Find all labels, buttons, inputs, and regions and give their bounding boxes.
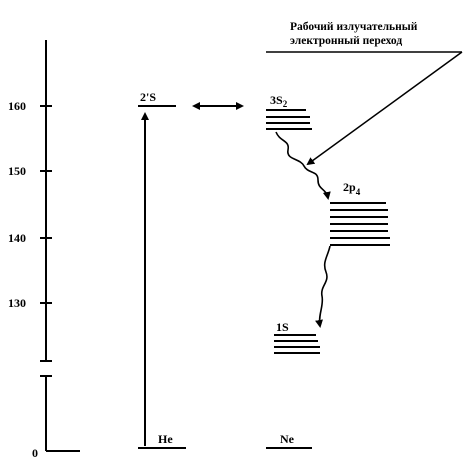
tick-label-140: 140	[8, 231, 26, 245]
tick-label-160: 160	[8, 99, 26, 113]
ne-ground-label: Ne	[280, 432, 295, 446]
tick-label-130: 130	[8, 296, 26, 310]
ne-1s-levels	[274, 334, 320, 354]
ne-transition-3s-to-2p	[275, 131, 331, 200]
he-2s-label: 2'S	[140, 90, 156, 104]
helium-levels	[138, 105, 186, 449]
ne-1s-label: 1S	[276, 320, 289, 334]
ne-2p-levels	[330, 202, 390, 246]
tick-label-zero: 0	[32, 446, 38, 460]
tick-label-150: 150	[8, 164, 26, 178]
ne-2p-label: 2p4	[343, 180, 361, 197]
he-ground-label: He	[158, 432, 173, 446]
annotation-line1: Рабочий излучательный	[290, 21, 418, 33]
annotation-line2: электронный переход	[290, 35, 402, 47]
annotation-pointer-arrow	[306, 51, 463, 166]
ne-transition-2p-to-1s	[315, 245, 331, 328]
energy-axis	[40, 40, 80, 452]
ne-3s-levels	[266, 109, 312, 130]
ne-3s-label: 3S2	[270, 93, 288, 109]
